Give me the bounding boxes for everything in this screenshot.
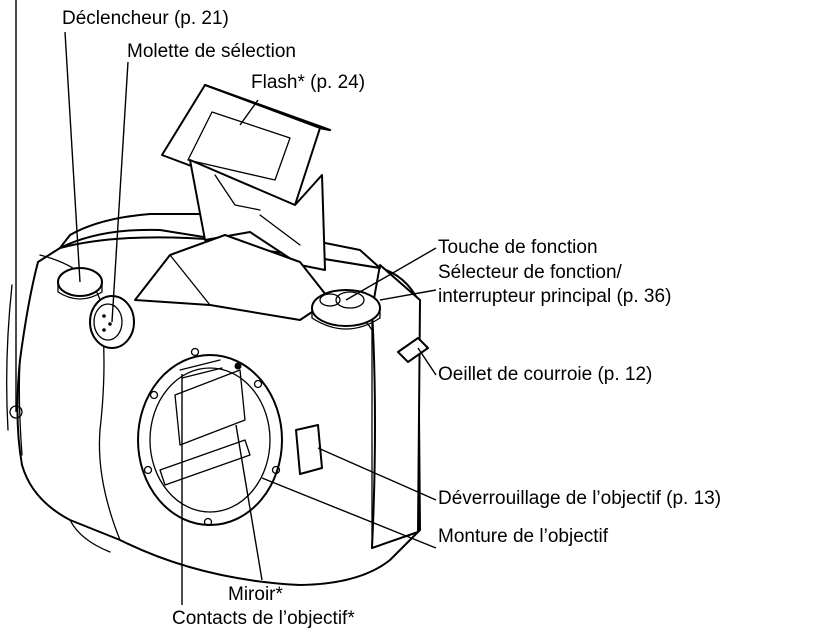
label-strap-eyelet: Oeillet de courroie (p. 12)	[438, 364, 653, 385]
label-lens-contacts: Contacts de l’objectif*	[172, 608, 355, 629]
label-flash: Flash* (p. 24)	[251, 72, 366, 93]
pentaprism	[134, 234, 331, 321]
label-lens-mount: Monture de l’objectif	[438, 526, 609, 547]
lens-release-button[interactable]	[295, 424, 323, 475]
label-function-dial-line1: Sélecteur de fonction/	[438, 262, 622, 283]
label-function-dial-line2: interrupteur principal (p. 36)	[438, 286, 672, 307]
flash-head	[161, 83, 332, 271]
mirror	[159, 369, 251, 486]
label-control-dial: Molette de sélection	[127, 41, 296, 62]
strap-eyelet	[397, 337, 429, 363]
label-shutter-release: Déclencheur (p. 21)	[62, 8, 229, 29]
label-mirror: Miroir*	[228, 584, 283, 605]
label-lens-release: Déverrouillage de l’objectif (p. 13)	[438, 488, 722, 509]
label-function-button: Touche de fonction	[438, 237, 598, 258]
function-dial[interactable]	[311, 289, 381, 330]
lens-contacts	[179, 359, 223, 379]
leader-lines	[15, 0, 437, 605]
